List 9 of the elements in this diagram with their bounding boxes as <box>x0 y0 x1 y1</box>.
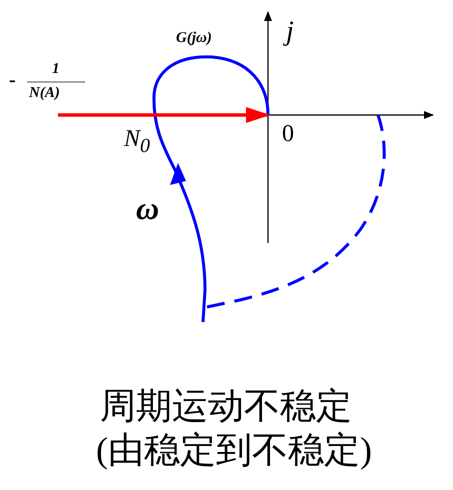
minus-sign: - <box>9 70 16 90</box>
caption-text: 周期运动不稳定 <box>100 388 352 424</box>
fraction-denominator: N(A) <box>29 86 60 101</box>
fraction-numerator: 1 <box>52 62 60 77</box>
omega-label: ω <box>136 192 160 224</box>
origin-label: 0 <box>282 122 294 146</box>
axis-label: G(jω) <box>176 31 212 46</box>
caption-text: (由稳定到不稳定) <box>96 432 372 468</box>
point-label: N$_{0}$ <box>124 127 150 156</box>
